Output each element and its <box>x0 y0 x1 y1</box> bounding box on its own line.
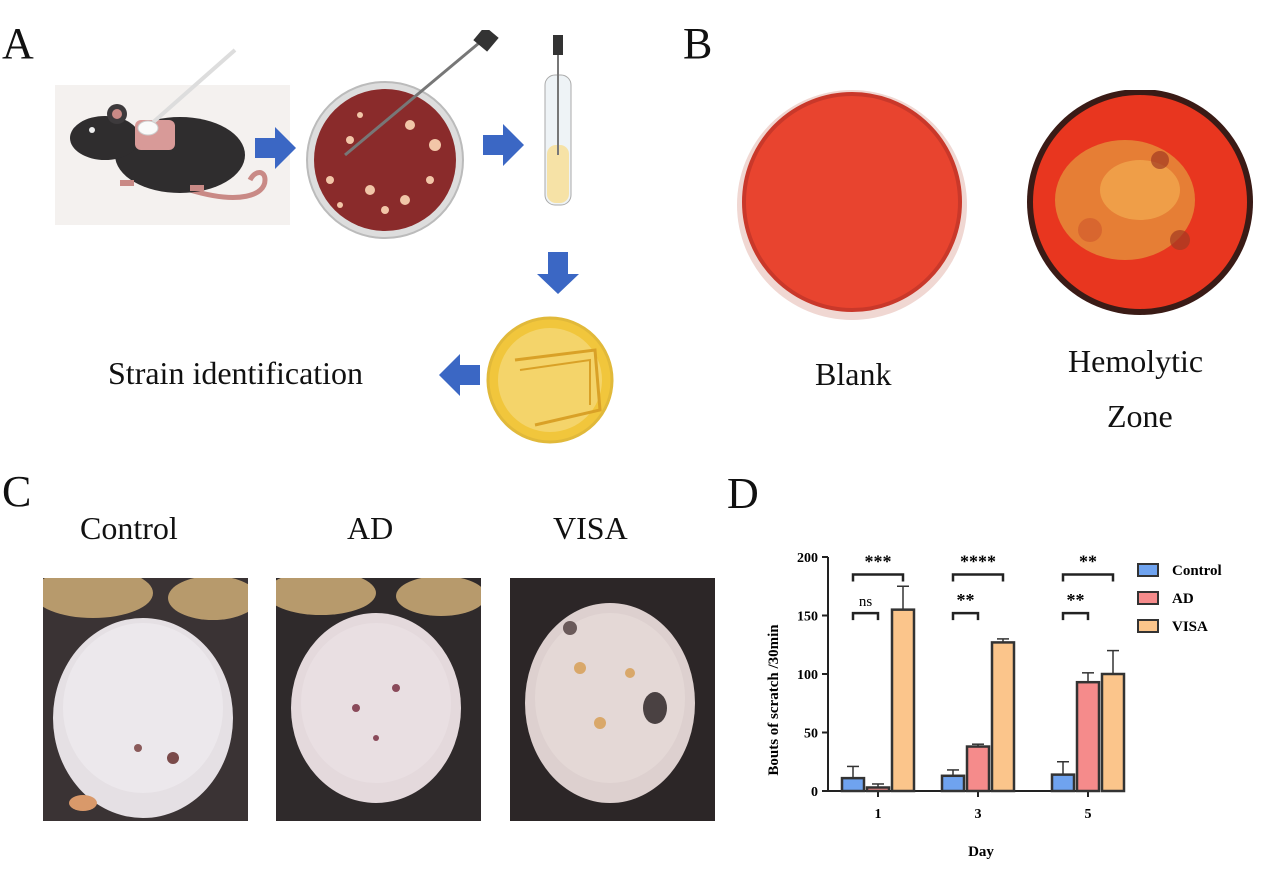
bar-visa-day3 <box>990 641 1016 793</box>
bar-ad-day5 <box>1075 680 1101 793</box>
photo-control <box>43 578 248 821</box>
bar-control-day1 <box>840 776 866 793</box>
y-tick-label: 150 <box>797 610 818 625</box>
visa-label: VISA <box>553 510 628 546</box>
hemolytic-label: Hemolytic <box>1068 343 1204 379</box>
blood-agar-plates <box>737 90 1253 320</box>
arrow-down-icon <box>537 252 579 294</box>
bar-ad-day3 <box>965 745 991 793</box>
control-label: Control <box>80 510 178 546</box>
bar-visa-day1 <box>890 608 916 793</box>
significance-bracket <box>951 611 980 621</box>
panel-letter-d: D <box>727 469 759 518</box>
arrow-right-icon <box>255 127 296 169</box>
y-tick-label: 50 <box>804 727 818 742</box>
legend-swatch-visa <box>1137 619 1159 633</box>
y-axis-label: Bouts of scratch /30min <box>766 624 782 776</box>
y-tick-label: 0 <box>811 785 818 800</box>
panel-letter-c: C <box>2 467 32 516</box>
significance-bracket <box>851 611 880 621</box>
mouse-illustration <box>55 48 290 225</box>
significance-label: ** <box>1067 590 1085 610</box>
panel-letter-a: A <box>2 19 34 68</box>
blank-label: Blank <box>815 356 892 392</box>
x-tick-label: 3 <box>975 807 982 822</box>
plate-hemolytic <box>1027 90 1253 315</box>
x-tick-label: 5 <box>1085 807 1092 822</box>
arrow-right-icon <box>483 124 524 166</box>
bar-visa-day5 <box>1100 672 1126 793</box>
test-tube <box>544 35 572 206</box>
zone-label: Zone <box>1107 398 1173 434</box>
significance-label: ns <box>859 594 873 610</box>
x-tick-label: 1 <box>875 807 882 822</box>
legend-label-ad: AD <box>1172 591 1194 607</box>
plate-blank <box>737 90 967 320</box>
significance-label: ** <box>1079 552 1097 572</box>
agar-plate-red <box>306 30 499 239</box>
significance-bracket <box>951 573 1005 582</box>
y-tick-label: 100 <box>797 668 818 683</box>
significance-label: *** <box>865 552 892 572</box>
legend-swatch-control <box>1137 563 1159 577</box>
scratch-bar-chart: Bouts of scratch /30min Day 0 50 100 150 200… <box>766 551 1222 860</box>
agar-plate-yellow <box>486 316 614 444</box>
significance-label: ** <box>957 590 975 610</box>
bar-control-day5 <box>1050 773 1076 793</box>
legend-swatch-ad <box>1137 591 1159 605</box>
significance-label: **** <box>960 552 996 572</box>
y-tick-label: 200 <box>797 551 818 566</box>
x-axis-label: Day <box>968 844 994 860</box>
arrow-left-icon <box>439 354 480 396</box>
bar-control-day3 <box>940 774 966 793</box>
workflow-diagram <box>55 30 614 444</box>
panel-letter-b: B <box>683 19 713 68</box>
significance-bracket <box>1061 573 1115 582</box>
legend-label-visa: VISA <box>1172 619 1208 635</box>
bar-ad-day1 <box>865 786 891 793</box>
strain-identification-caption: Strain identification <box>108 355 364 391</box>
ad-label: AD <box>347 510 394 546</box>
legend-label-control: Control <box>1172 563 1222 579</box>
significance-bracket <box>851 573 905 582</box>
photo-ad <box>276 578 481 821</box>
photo-visa <box>510 578 715 821</box>
significance-bracket <box>1061 611 1090 621</box>
